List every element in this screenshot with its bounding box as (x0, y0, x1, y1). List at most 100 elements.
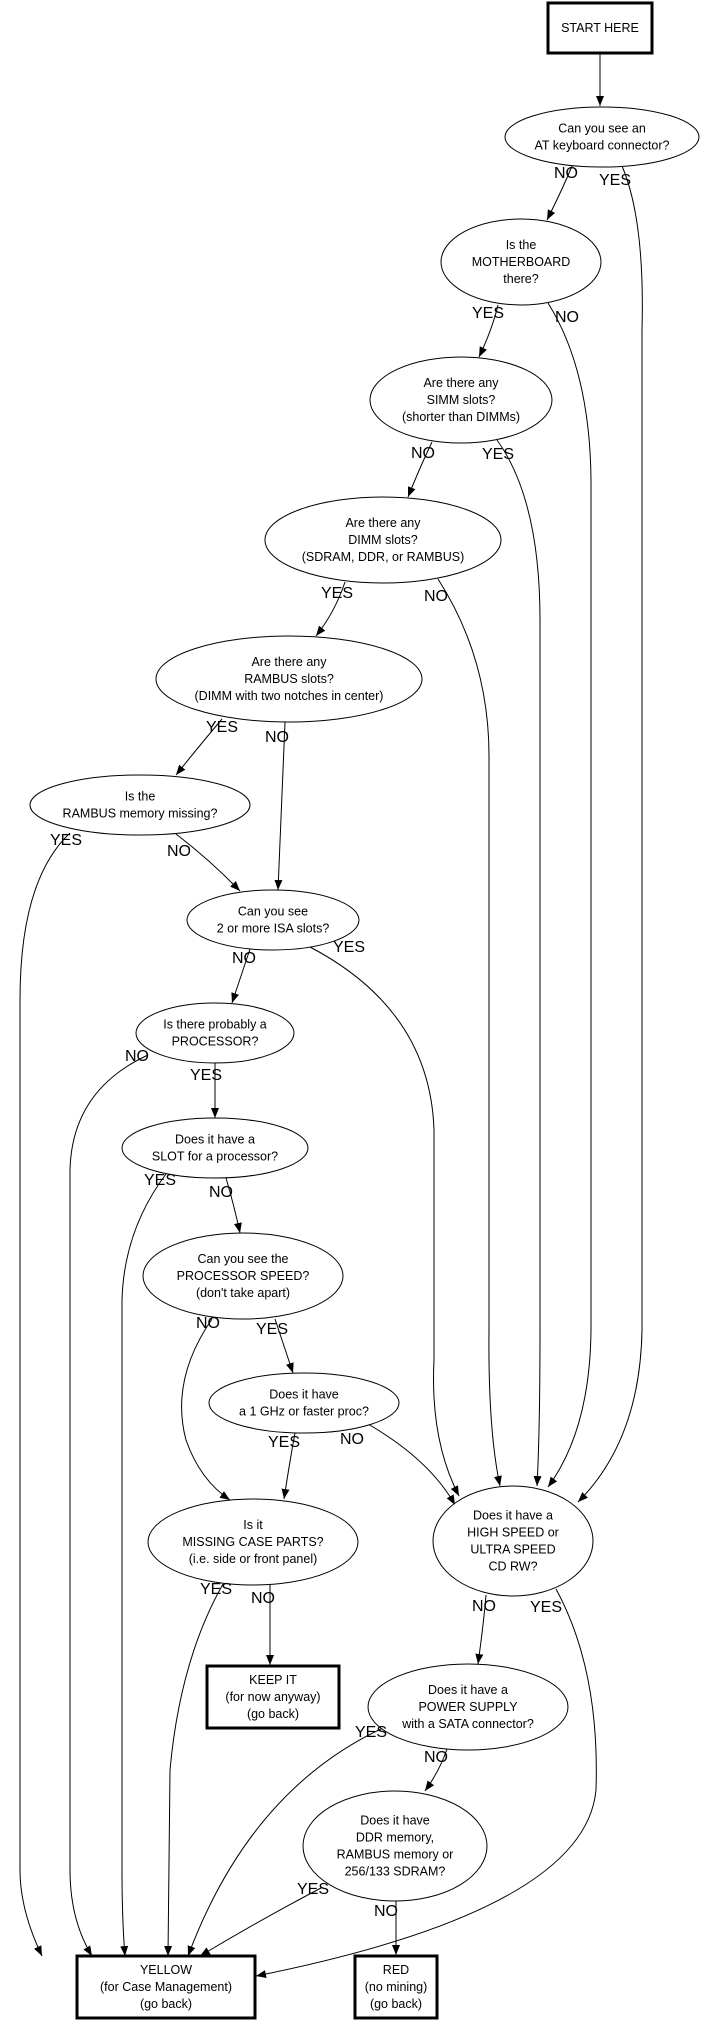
edge-isa-to-cdrw (309, 946, 460, 1497)
edge-label-yes: YES (599, 172, 631, 189)
terminal-box-yellow: YELLOW(for Case Management)(go back) (75, 1954, 257, 2020)
node-text-line: (go back) (247, 1707, 299, 1721)
edge-label-yes: YES (50, 832, 82, 849)
edge-label-yes: YES (268, 1434, 300, 1451)
ellipse-shape (135, 1002, 295, 1064)
edge-label-no: NO (251, 1590, 275, 1607)
node-text-line: with a SATA connector? (401, 1717, 534, 1731)
node-text-line: KEEP IT (249, 1673, 297, 1687)
node-text-line: (no mining) (365, 1980, 428, 1994)
node-text-line: (go back) (140, 1997, 192, 2011)
edge-label-no: NO (554, 165, 578, 182)
ellipse-shape (186, 889, 360, 951)
edges-layer (19, 53, 643, 1978)
edge-slot_proc-to-proc_speed (225, 1177, 242, 1234)
edge-label-no: NO (424, 588, 448, 605)
node-text-line: Does it have (360, 1814, 430, 1828)
box-shape (353, 1954, 439, 2020)
edge-label-no: NO (374, 1903, 398, 1920)
node-text-line: Does it have (269, 1388, 339, 1402)
node-text-line: PROCESSOR SPEED? (177, 1269, 310, 1283)
edge-slot_proc-to-yellow (120, 1173, 167, 1957)
edge-simm-to-dimm (407, 441, 433, 498)
edge-proc_speed-to-ghz (274, 1318, 294, 1374)
node-text-line: DIMM slots? (348, 533, 418, 547)
edge-cdrw-to-yellow (255, 1588, 597, 1978)
node-text-line: PROCESSOR? (172, 1035, 259, 1049)
node-text-line: Is the (506, 238, 537, 252)
terminal-box-start: START HERE (546, 1, 654, 55)
node-text-line: Is the (125, 790, 156, 804)
node-text-line: HIGH SPEED or (467, 1526, 559, 1540)
node-text-line: START HERE (561, 21, 639, 35)
node-text-line: there? (503, 272, 538, 286)
edge-label-no: NO (340, 1431, 364, 1448)
node-text-line: DDR memory, (356, 1831, 434, 1845)
edge-processor-to-yellow (69, 1054, 149, 1957)
edge-mobo-to-simm (478, 304, 499, 358)
edge-label-no: NO (411, 445, 435, 462)
edge-label-yes: YES (321, 585, 353, 602)
edge-dimm-to-rambus_slots (315, 581, 346, 637)
edge-cdrw-to-psu (475, 1594, 487, 1665)
edge-label-no: NO (265, 729, 289, 746)
edge-label-no: NO (232, 950, 256, 967)
ellipse-shape (29, 774, 251, 836)
ellipse-shape (142, 1232, 344, 1320)
node-text-line: SLOT for a processor? (152, 1150, 278, 1164)
edge-label-no: NO (125, 1048, 149, 1065)
ellipse-shape (369, 356, 553, 444)
decision-node-slot-proc: Does it have a SLOT for a processor? (121, 1117, 309, 1179)
node-text-line: Does it have a (175, 1133, 255, 1147)
node-text-line: Are there any (251, 655, 327, 669)
edge-label-no: NO (167, 843, 191, 860)
edge-label-no: NO (209, 1184, 233, 1201)
node-text-line: 2 or more ISA slots? (217, 922, 330, 936)
node-text-line: (shorter than DIMMs) (402, 410, 520, 424)
node-text-line: a 1 GHz or faster proc? (239, 1405, 369, 1419)
edge-rambus_missing-to-isa (175, 833, 241, 892)
ellipse-shape (155, 635, 423, 723)
edge-rambus_missing-to-yellow (19, 832, 71, 1957)
ellipse-shape (121, 1117, 309, 1179)
box-shape (75, 1954, 257, 2020)
edge-label-yes: YES (530, 1599, 562, 1616)
node-text-line: RAMBUS memory or (337, 1848, 454, 1862)
terminal-box-keep: KEEP IT(for now anyway)(go back) (205, 1664, 341, 1730)
node-text-line: CD RW? (488, 1560, 537, 1574)
ellipse-shape (504, 106, 700, 168)
node-text-line: (for Case Management) (100, 1980, 232, 1994)
node-text-line: Can you see (238, 905, 308, 919)
ellipse-shape (440, 218, 602, 306)
edge-ghz-to-cdrw (367, 1423, 456, 1506)
box-shape (205, 1664, 341, 1730)
node-text-line: (i.e. side or front panel) (189, 1552, 318, 1566)
edge-label-yes: YES (190, 1067, 222, 1084)
node-text-line: RED (383, 1963, 409, 1977)
edge-label-yes: YES (256, 1321, 288, 1338)
edge-label-yes: YES (355, 1724, 387, 1741)
ellipse-shape (367, 1663, 569, 1751)
edge-rambus_slots-to-isa (274, 721, 286, 891)
ellipse-shape (302, 1790, 488, 1902)
edge-simm-to-cdrw (496, 439, 542, 1487)
edge-psu-to-yellow (187, 1727, 384, 1957)
edge-isa-to-processor (231, 948, 251, 1004)
ellipse-shape (147, 1498, 359, 1586)
node-text-line: Does it have a (473, 1509, 553, 1523)
edge-psu-to-ddr (424, 1748, 448, 1792)
edge-label-yes: YES (206, 719, 238, 736)
node-text-line: (don't take apart) (196, 1286, 290, 1300)
